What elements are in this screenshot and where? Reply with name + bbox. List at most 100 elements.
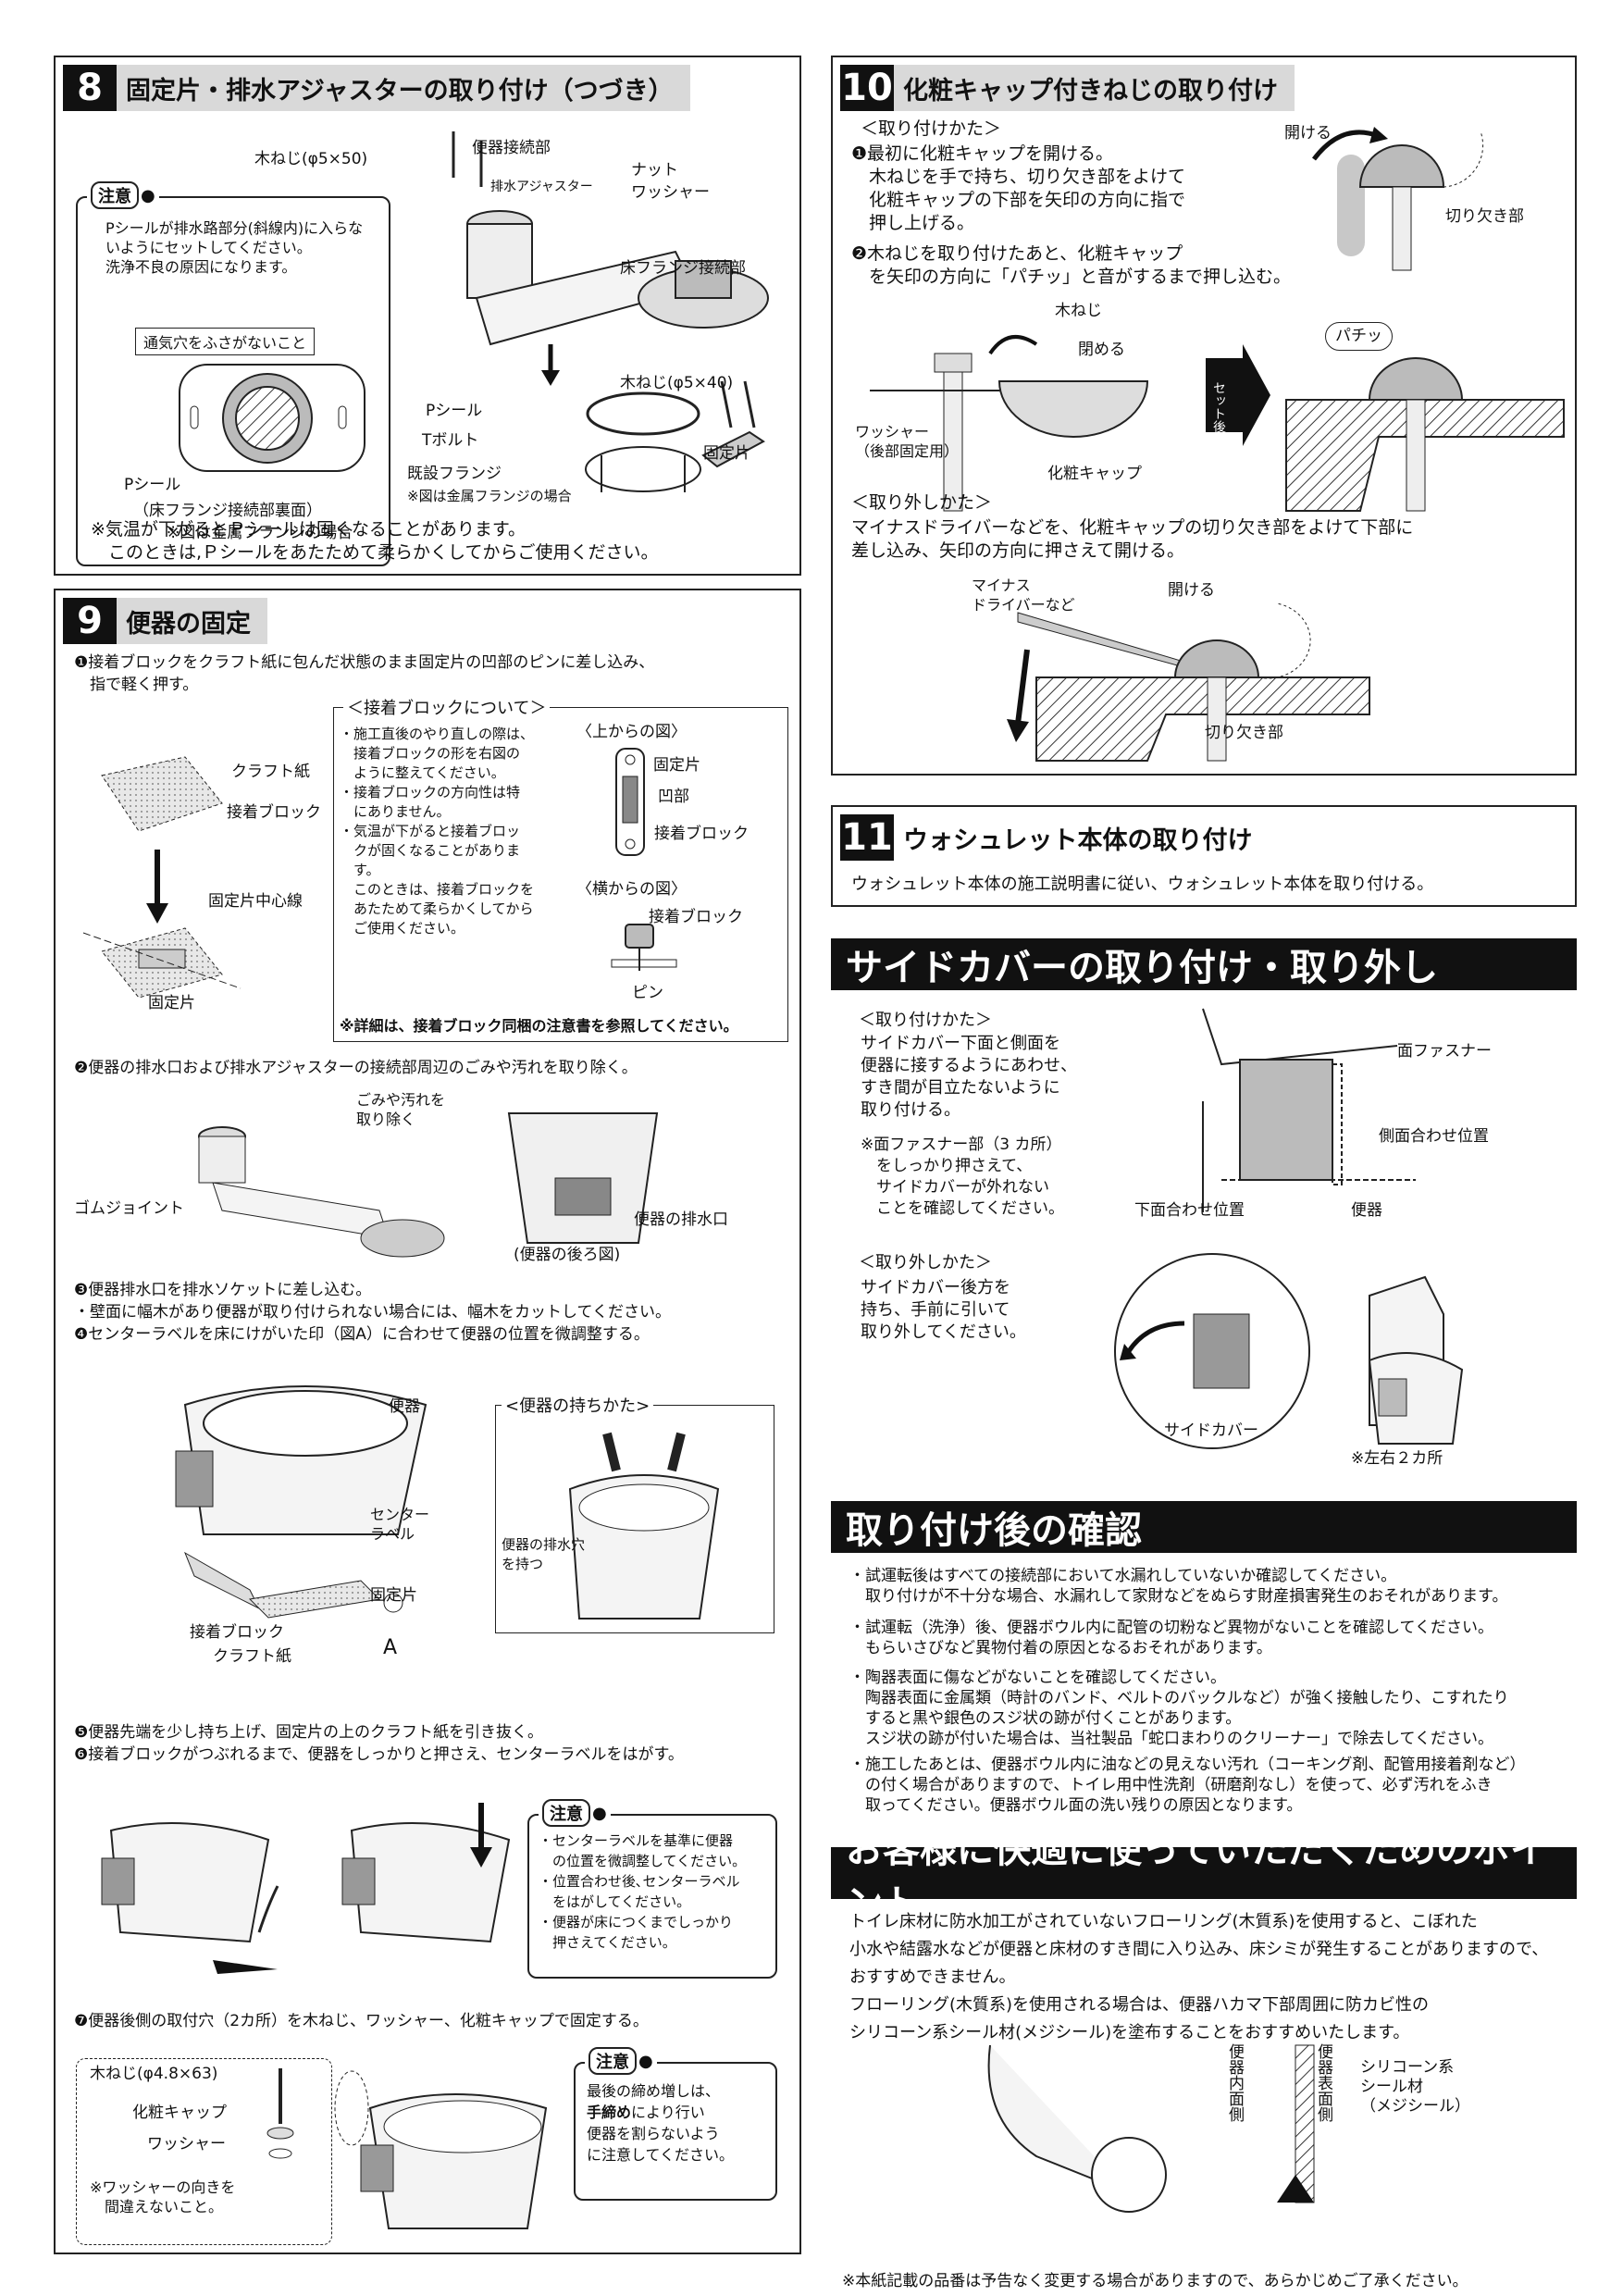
side-install-head: ＜取り付けかた＞ <box>859 1011 992 1030</box>
p-seal-illustration <box>179 364 365 472</box>
caution-text: Pシールが排水路部分(斜線内)に入らないようにセットしてください。 洗浄不良の原… <box>105 219 364 276</box>
hold-text: 便器の排水穴 を持つ <box>502 1536 586 1572</box>
screw-label-50: 木ねじ(φ5×50) <box>254 150 368 168</box>
caution-box-2: 注意● ・センターラベルを基準に便器 の位置を微調整してください。 ・位置合わせ… <box>527 1799 777 1979</box>
silicone-label: シリコーン系 シール材 （メジシール） <box>1360 2058 1470 2116</box>
check-item-3: ・陶器表面に傷などがないことを確認してください。 陶器表面に金属類（時計のバンド… <box>849 1669 1509 1748</box>
dirt-label: ごみや汚れを 取り除く <box>356 1091 446 1128</box>
side-view-label: 〈横からの図〉 <box>576 880 687 899</box>
adjuster-label: 排水アジャスター <box>490 180 593 194</box>
side-cover-install-illustration <box>1202 1008 1416 1212</box>
notch-label: 切り欠き部 <box>1445 207 1524 226</box>
toilet-back-illustration <box>507 1112 659 1244</box>
side-view-illustration <box>611 924 677 971</box>
vent-label: 通気穴をふさがないこと <box>135 328 316 355</box>
washer-label: ワッシャー <box>631 183 710 202</box>
caution-badge-3: 注意● <box>585 2047 657 2075</box>
side-install-note: ※面ファスナー部（3 カ所） をしっかり押さえて、 サイドカバーが外れない こと… <box>861 1136 1064 1218</box>
footnote: ※本紙記載の品番は予告なく変更する場合がありますので、あらかじめご了承ください。 <box>842 2272 1468 2290</box>
install-step-1: ❶最初に化粧キャップを開ける。 木ねじを手で持ち、切り欠き部をよけて 化粧キャッ… <box>851 143 1186 233</box>
section-11-header: 11 ウォシュレット本体の取り付け <box>840 814 1270 861</box>
after-set-label: セット後 <box>1211 381 1226 433</box>
cap-close-illustration <box>870 335 1149 512</box>
section-9: 9 便器の固定 ❶接着ブロックをクラフト紙に包んだ状態のまま固定片の凹部のピンに… <box>54 589 801 2254</box>
connector-label: 便器接続部 <box>472 139 551 157</box>
points-text: トイレ床材に防水加工がされていないフローリング(木質系)を使用すると、こぼれた … <box>849 1912 1549 2042</box>
floor-flange-label: 床フランジ接続部 <box>620 259 746 278</box>
section-number: 10 <box>840 65 894 111</box>
cap-open-illustration <box>1312 127 1484 271</box>
screw-63-label: 木ねじ(φ4.8×63) <box>90 2065 218 2083</box>
fixing-label-3: 固定片 <box>370 1586 417 1605</box>
side-cover-label: サイドカバー <box>1164 1421 1258 1440</box>
section-10: 10 化粧キャップ付きねじの取り付け ＜取り付けかた＞ ❶最初に化粧キャップを開… <box>831 56 1577 776</box>
cap-label: 化粧キャップ <box>132 2104 227 2122</box>
section-8-header: 8 固定片・排水アジャスターの取り付け（つづき） <box>63 65 690 111</box>
open-label-2: 開ける <box>1168 581 1215 600</box>
press-toilet-illustration <box>101 1803 511 1974</box>
section-11: 11 ウォシュレット本体の取り付け ウォシュレット本体の施工説明書に従い、ウォシ… <box>831 805 1577 907</box>
mark-a-label: A <box>383 1636 398 1659</box>
remove-text: マイナスドライバーなどを、化粧キャップの切り欠き部をよけて下部に 差し込み、矢印… <box>851 517 1414 561</box>
driver-label: マイナス ドライバーなど <box>972 577 1075 614</box>
check-item-2: ・試運転（洗浄）後、便器ボウル内に配管の切粉など異物がないことを確認してください… <box>849 1619 1493 1657</box>
recess-label: 凹部 <box>658 788 689 806</box>
caution-2-text: ・センターラベルを基準に便器 の位置を微調整してください。 ・位置合わせ後､セン… <box>539 1832 747 1951</box>
section-title: 化粧キャップ付きねじの取り付け <box>903 76 1278 105</box>
section-8: 8 固定片・排水アジャスターの取り付け（つづき） 注意● Pシールが排水路部分(… <box>54 56 801 576</box>
section-number: 11 <box>840 814 894 861</box>
p-seal-sub-label: （床フランジ接続部裏面） <box>133 502 322 520</box>
check-item-4: ・施工したあとは、便器ボウル内に油などの見えない汚れ（コーキング剤、配管用接着剤… <box>849 1756 1526 1815</box>
top-view-illustration <box>615 748 645 856</box>
about-block-title: ＜接着ブロックについて＞ <box>343 695 551 719</box>
metal-note-label-2: ※図は金属フランジの場合 <box>407 488 572 504</box>
step-3-text: ❸便器排水口を排水ソケットに差し込む。 ・壁面に幅木があり便器が取り付けられない… <box>74 1281 671 1344</box>
cap-remove-illustration <box>1007 602 1370 762</box>
fixing-label-2: 固定片 <box>653 756 700 775</box>
side-cover-title: サイドカバーの取り付け・取り外し <box>831 938 1577 990</box>
caution-badge-2: 注意● <box>539 1799 611 1827</box>
remove-head: ＜取り外しかた＞ <box>851 492 993 513</box>
hold-title: <便器の持ちかた> <box>502 1393 654 1417</box>
section-number: 9 <box>63 598 117 644</box>
rubber-joint-label: ゴムジョイント <box>74 1199 184 1218</box>
open-label: 開ける <box>1284 124 1332 143</box>
silicone-seal-illustration <box>987 2044 1315 2213</box>
check-title: 取り付け後の確認 <box>831 1501 1577 1553</box>
side-remove-text: サイドカバー後方を 持ち、手前に引いて 取り外してください。 <box>861 1278 1026 1342</box>
notch-label-2: 切り欠き部 <box>1205 724 1283 742</box>
caution-box-3: 注意● 最後の締め増しは、手締めにより行い 便器を割らないよう に注意してくださ… <box>574 2047 777 2201</box>
fastener-label: 面ファスナー <box>1397 1042 1492 1061</box>
screw-parts-box: 木ねじ(φ4.8×63) 化粧キャップ ワッシャー ※ワッシャーの向きを 間違え… <box>76 2058 332 2245</box>
step-7-text: ❼便器後側の取付穴（2カ所）を木ねじ、ワッシャー、化粧キャップで固定する。 <box>74 2012 649 2030</box>
screw-parts-illustration <box>266 2068 294 2159</box>
caution-box: 注意● Pシールが排水路部分(斜線内)に入らないようにセットしてください。 洗浄… <box>76 181 390 566</box>
section-title: 便器の固定 <box>126 609 251 639</box>
install-step-2: ❷木ねじを取り付けたあと、化粧キャップ を矢印の方向に「パチッ」と音がするまで押… <box>851 243 1292 287</box>
about-block-box: ＜接着ブロックについて＞ ・施工直後のやり直しの際は、 接着ブロックの形を右図の… <box>333 695 788 1042</box>
pin-label: ピン <box>632 984 663 1002</box>
surface-side-label: 便器表面側 <box>1314 2043 1332 2122</box>
install-head: ＜取り付けかた＞ <box>861 118 1002 139</box>
step-5-text: ❺便器先端を少し持ち上げ、固定片の上のクラフト紙を引き抜く。 ❻接着ブロックがつ… <box>74 1723 684 1764</box>
kraft-block-illustration <box>82 756 242 999</box>
section-number: 8 <box>63 65 117 111</box>
t-bolt-label: Tボルト <box>422 431 479 450</box>
section-8-footer: ※気温が下がるとＰシールは固くなることがあります。 このときは,Ｐシールをあたた… <box>91 519 659 563</box>
points-title: お客様に快適に使っていただくためのポイント <box>831 1829 1577 1925</box>
side-install-text: サイドカバー下面と側面を 便器に接するようにあわせ、 すき間が目立たないように … <box>861 1034 1077 1120</box>
block-label-3: 接着ブロック <box>649 908 743 926</box>
metal-note-label: ※図は金属フランジの場合 <box>167 524 353 542</box>
washer-label: ワッシャー （後部固定用） <box>855 423 960 460</box>
cap-set-illustration <box>1285 357 1565 512</box>
p-seal-side-label: Pシール <box>426 402 483 420</box>
adjuster-exploded-illustration <box>452 131 769 492</box>
cap-label: 化粧キャップ <box>1047 465 1142 483</box>
section-title: ウォシュレット本体の取り付け <box>903 825 1253 855</box>
caution-badge: 注意● <box>87 181 159 209</box>
toilet-label: 便器 <box>389 1397 420 1416</box>
block-label-2: 接着ブロック <box>654 825 749 843</box>
nut-label: ナット <box>631 161 678 180</box>
hold-illustration <box>568 1432 720 1620</box>
center-line-label: 固定片中心線 <box>208 892 303 911</box>
